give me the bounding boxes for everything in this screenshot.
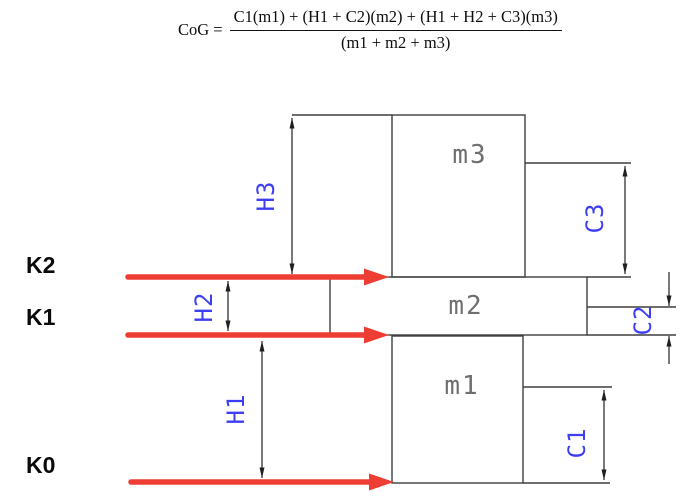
formula-lhs: CoG = — [178, 19, 223, 39]
mass-label-m3: m3 — [452, 140, 488, 170]
mass-label-m1: m1 — [444, 371, 480, 401]
formula-numerator: C1(m1) + (H1 + C2)(m2) + (H1 + H2 + C3)(… — [229, 6, 562, 31]
level-label-k2: K2 — [26, 252, 56, 278]
cog-formula: CoG = C1(m1) + (H1 + C2)(m2) + (H1 + H2 … — [178, 6, 562, 53]
level-label-k0: K0 — [26, 452, 56, 478]
dim-label-h1: H1 — [222, 393, 250, 425]
dim-label-h3: H3 — [252, 180, 280, 212]
formula-fraction: C1(m1) + (H1 + C2)(m2) + (H1 + H2 + C3)(… — [229, 6, 562, 53]
m2-box — [329, 276, 588, 336]
mass-label-m2: m2 — [448, 291, 484, 321]
dim-label-c2: C2 — [629, 304, 657, 336]
formula-denominator: (m1 + m2 + m3) — [341, 33, 451, 52]
dim-label-h2: H2 — [190, 291, 218, 323]
dim-label-c1: C1 — [563, 427, 591, 459]
level-label-k1: K1 — [26, 304, 56, 330]
m1-box — [391, 335, 524, 484]
dim-label-c3: C3 — [581, 202, 609, 234]
